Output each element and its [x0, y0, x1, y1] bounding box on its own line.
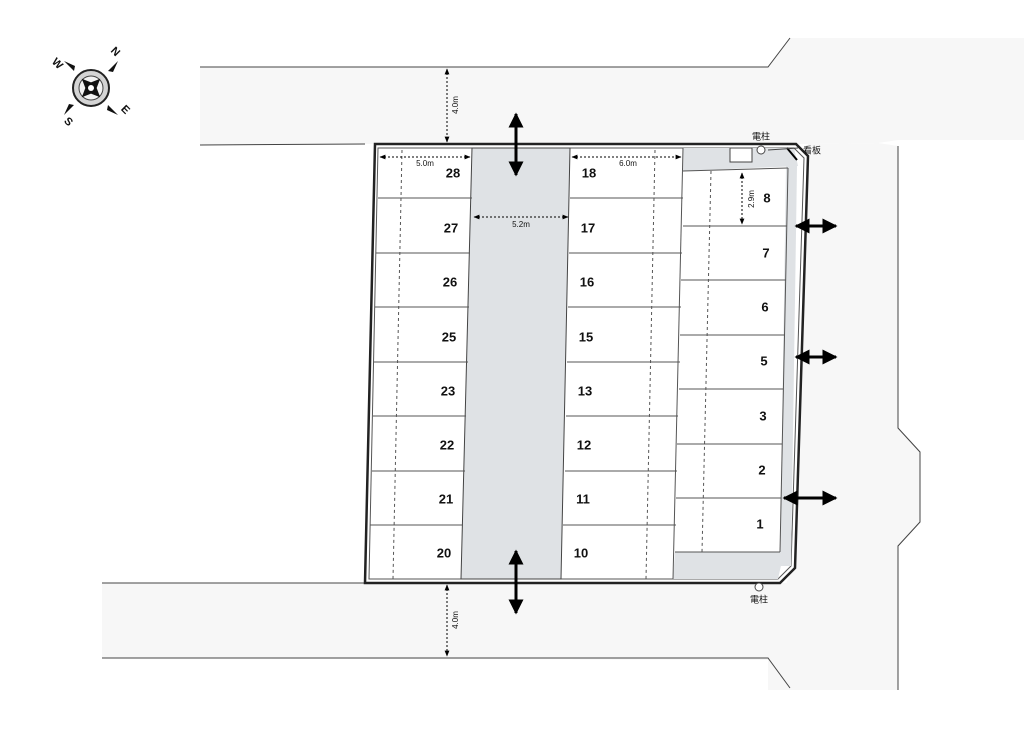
center-column: [563, 147, 684, 580]
left-numbers: 28 27 26 25 23 22 21 20: [437, 165, 460, 560]
sign-leader: [786, 147, 798, 161]
sign-box: [729, 147, 753, 163]
road-edge-top-inner: [199, 143, 366, 146]
compass-arrow-n: [108, 61, 118, 72]
sign-label: 看板: [803, 145, 821, 157]
road-edge-right: [897, 146, 921, 690]
compass-w: W: [49, 56, 65, 72]
space-27: 27: [444, 220, 458, 235]
right-column: [675, 167, 789, 553]
entrance-arrows: [508, 112, 838, 615]
space-1: 1: [756, 516, 763, 531]
bottom-right-strip: [673, 552, 784, 579]
space-12: 12: [577, 437, 591, 452]
pole-bottom-label: 電柱: [750, 594, 768, 606]
space-26: 26: [443, 274, 457, 289]
dim-aisle-width: 5.2m: [512, 220, 530, 229]
right-strip: [780, 166, 797, 566]
compass-s: S: [61, 115, 75, 129]
space-16: 16: [580, 274, 594, 289]
road-edge-bottom: [102, 657, 791, 689]
compass-arrow-s: [64, 104, 74, 115]
road-edge-top: [200, 37, 791, 68]
space-21: 21: [439, 491, 453, 506]
space-25: 25: [442, 329, 456, 344]
sign-label-leader: [767, 147, 799, 151]
left-column: [370, 149, 472, 580]
space-10: 10: [574, 545, 588, 560]
dim-left-space-length: 5.0m: [416, 159, 434, 168]
compass-e: E: [118, 103, 132, 117]
space-5: 5: [760, 353, 767, 368]
compass-icon: N E S W: [49, 45, 132, 129]
road-top: [200, 38, 1024, 145]
road-bottom: [102, 583, 795, 690]
dim-right-space-width: 2.9m: [747, 190, 756, 208]
space-6: 6: [761, 299, 768, 314]
space-17: 17: [581, 220, 595, 235]
dimension-lines: [379, 68, 745, 657]
dim-road-top-width: 4.0m: [451, 96, 460, 114]
aisle: [460, 147, 571, 580]
space-8: 8: [763, 190, 770, 205]
compass-arrow-e: [107, 105, 118, 115]
space-2: 2: [758, 462, 765, 477]
space-22: 22: [440, 437, 454, 452]
compass-arrow-w: [64, 61, 75, 71]
space-20: 20: [437, 545, 451, 560]
space-3: 3: [759, 408, 766, 423]
space-15: 15: [579, 329, 593, 344]
dim-road-bottom-width: 4.0m: [451, 611, 460, 629]
compass-n: N: [108, 45, 122, 59]
space-11: 11: [576, 491, 590, 506]
space-13: 13: [578, 383, 592, 398]
pole-top-label: 電柱: [752, 131, 770, 143]
pole-top-marker: [756, 145, 766, 155]
space-23: 23: [441, 383, 455, 398]
right-numbers: 8 7 6 5 3 2 1: [756, 190, 770, 531]
center-numbers: 18 17 16 15 13 12 11 10: [574, 165, 596, 560]
pole-bottom-marker: [754, 582, 764, 592]
space-7: 7: [762, 245, 769, 260]
dim-center-space-length: 6.0m: [619, 159, 637, 168]
road-right: [768, 143, 920, 690]
space-18: 18: [582, 165, 596, 180]
space-28: 28: [446, 165, 460, 180]
